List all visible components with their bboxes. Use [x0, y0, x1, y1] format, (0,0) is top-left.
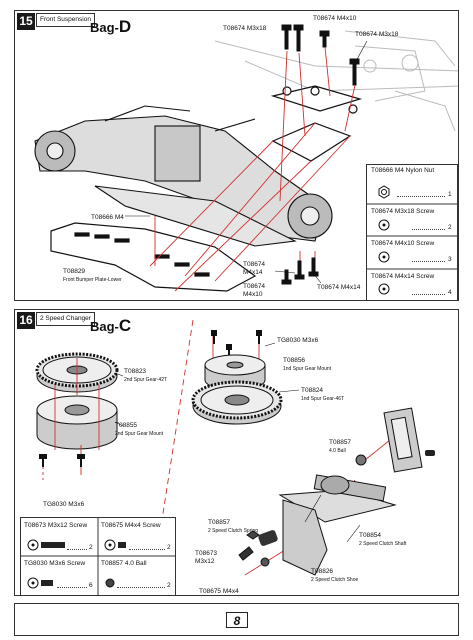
- callout-t8856-code: T08856: [283, 357, 306, 364]
- callout-t8674-m4x14-a1: T08674: [243, 261, 266, 268]
- inventory-icons-15: [367, 185, 457, 295]
- callout-t8854-code: T08854: [359, 532, 382, 539]
- callout-t8826-desc: 2 Speed Clutch Shoe: [311, 577, 359, 583]
- inventory-item-name: T08666 M4 Nylon Nut: [371, 167, 435, 174]
- inventory-icons-16: [21, 518, 175, 595]
- inventory-qty: 2: [448, 224, 452, 231]
- bag-letter: D: [118, 17, 132, 36]
- middle-plate: [271, 122, 352, 162]
- callout-t8826-code: T08826: [311, 568, 334, 575]
- mount-screws: [39, 330, 262, 467]
- callout-t8674-m3x18-left: T08674 M3x18: [223, 25, 267, 32]
- callout-t8855-code: T08855: [115, 422, 138, 429]
- callout-t8674-m4x10-top: T08674 M4x10: [313, 15, 357, 22]
- callout-t8823-desc: 2nd Spur Gear-42T: [124, 377, 168, 383]
- callout-t8674-m3x18-right: T08674 M3x18: [355, 31, 399, 38]
- side-screws: [425, 450, 435, 456]
- callout-t8674-m4x14-a2: M4x14: [243, 269, 263, 276]
- parts-inventory-15: T08666 M4 Nylon Nut 1 T08674 M3x18 Screw…: [366, 164, 458, 300]
- inventory-item-name: T08674 M4x14 Screw: [371, 273, 435, 280]
- step-title: Front Suspension: [36, 13, 95, 27]
- leader-lines: [125, 40, 368, 284]
- qty-dots: [412, 294, 445, 295]
- qty-dots: [67, 549, 87, 550]
- bottom-screws: [281, 257, 319, 285]
- callout-t8857-spring-desc: 2 Speed Clutch Spring: [208, 528, 259, 534]
- front-suspension-drawing: [34, 24, 458, 292]
- qty-dots: [397, 196, 445, 197]
- page-number: 8: [226, 612, 248, 628]
- callout-t8824-desc: 1nd Spur Gear-46T: [301, 396, 345, 402]
- inventory-item-name: TG8030 M3x6 Screw: [24, 560, 86, 567]
- inventory-qty: 1: [448, 191, 452, 198]
- bag-label: Bag-D: [90, 17, 131, 37]
- step-title: 2 Speed Changer: [36, 312, 95, 326]
- callout-t8673-size: M3x12: [195, 558, 215, 565]
- callout-t8854-desc: 2 Speed Clutch Shaft: [359, 541, 407, 547]
- bag-label: Bag-C: [90, 316, 131, 336]
- inventory-qty: 2: [167, 582, 171, 589]
- qty-dots: [412, 229, 445, 230]
- leader-lines: [114, 342, 361, 543]
- callout-t8674-m4x14-c: T08674 M4x14: [317, 284, 361, 291]
- two-speed-drawing: [35, 319, 435, 576]
- bag-letter: C: [118, 316, 132, 335]
- callout-t8675-m4x4: T08675 M4x4: [199, 588, 239, 595]
- inventory-item-name: T08674 M3x18 Screw: [371, 208, 435, 215]
- clutch-spring: [258, 530, 278, 546]
- step-16-panel: 16 2 Speed Changer Bag-C: [14, 309, 459, 596]
- callout-t8823-code: T08823: [124, 368, 147, 375]
- spur-gear-mount: [36, 395, 118, 450]
- qty-dots: [57, 587, 87, 588]
- bumper-plate: [50, 222, 257, 292]
- page-footer: [14, 603, 459, 636]
- step-number: 16: [17, 312, 35, 329]
- inventory-qty: 6: [89, 582, 93, 589]
- callout-t8855-desc: 2nd Spur Gear Mount: [115, 431, 164, 437]
- callout-t8673-code: T08673: [195, 550, 218, 557]
- top-screws: [281, 24, 360, 86]
- callout-tg8030-top: TG8030 M3x6: [277, 337, 319, 344]
- inventory-item-name: T08673 M3x12 Screw: [24, 522, 88, 529]
- callout-t8857-ball-desc: 4.0 Ball: [329, 448, 346, 454]
- qty-dots: [129, 549, 165, 550]
- callout-t8857-ball-code: T08857: [329, 439, 352, 446]
- inventory-item-name: T08675 M4x4 Screw: [101, 522, 161, 529]
- callout-t8829-desc: Front Bumper Plate-Lower: [63, 277, 122, 283]
- spur-gear-46t: [191, 380, 283, 425]
- inventory-item-name: T08857 4.0 Ball: [101, 560, 147, 567]
- chassis-outline: [214, 30, 458, 132]
- callout-t8829-code: T08829: [63, 268, 86, 275]
- inventory-qty: 2: [167, 544, 171, 551]
- clutch-shaft-assembly: [238, 407, 423, 576]
- suspension-assembly: [34, 105, 333, 247]
- inventory-item-name: T08674 M4x10 Screw: [371, 240, 435, 247]
- parts-inventory-16: T08673 M3x12 Screw 2 T08675 M4x4 Screw 2…: [20, 517, 176, 595]
- callout-t8824-code: T08824: [301, 387, 324, 394]
- callout-t8857-spring-code: T08857: [208, 519, 231, 526]
- callout-t8856-desc: 1nd Spur Gear Mount: [283, 366, 332, 372]
- step-15-panel: 15 Front Suspension Bag-D: [14, 10, 459, 301]
- callout-t8674-m4x10-b2: M4x10: [243, 291, 263, 298]
- bag-prefix: Bag-: [90, 20, 119, 35]
- callout-t8666-m4: T08666 M4: [91, 214, 124, 221]
- inventory-qty: 4: [448, 289, 452, 296]
- inventory-qty: 2: [89, 544, 93, 551]
- inventory-qty: 3: [448, 256, 452, 263]
- qty-dots: [117, 587, 165, 588]
- step-number: 15: [17, 13, 35, 30]
- qty-dots: [412, 261, 445, 262]
- bag-prefix: Bag-: [90, 319, 119, 334]
- callout-tg8030-bottom: TG8030 M3x6: [43, 501, 85, 508]
- callout-t8674-m4x10-b1: T08674: [243, 283, 266, 290]
